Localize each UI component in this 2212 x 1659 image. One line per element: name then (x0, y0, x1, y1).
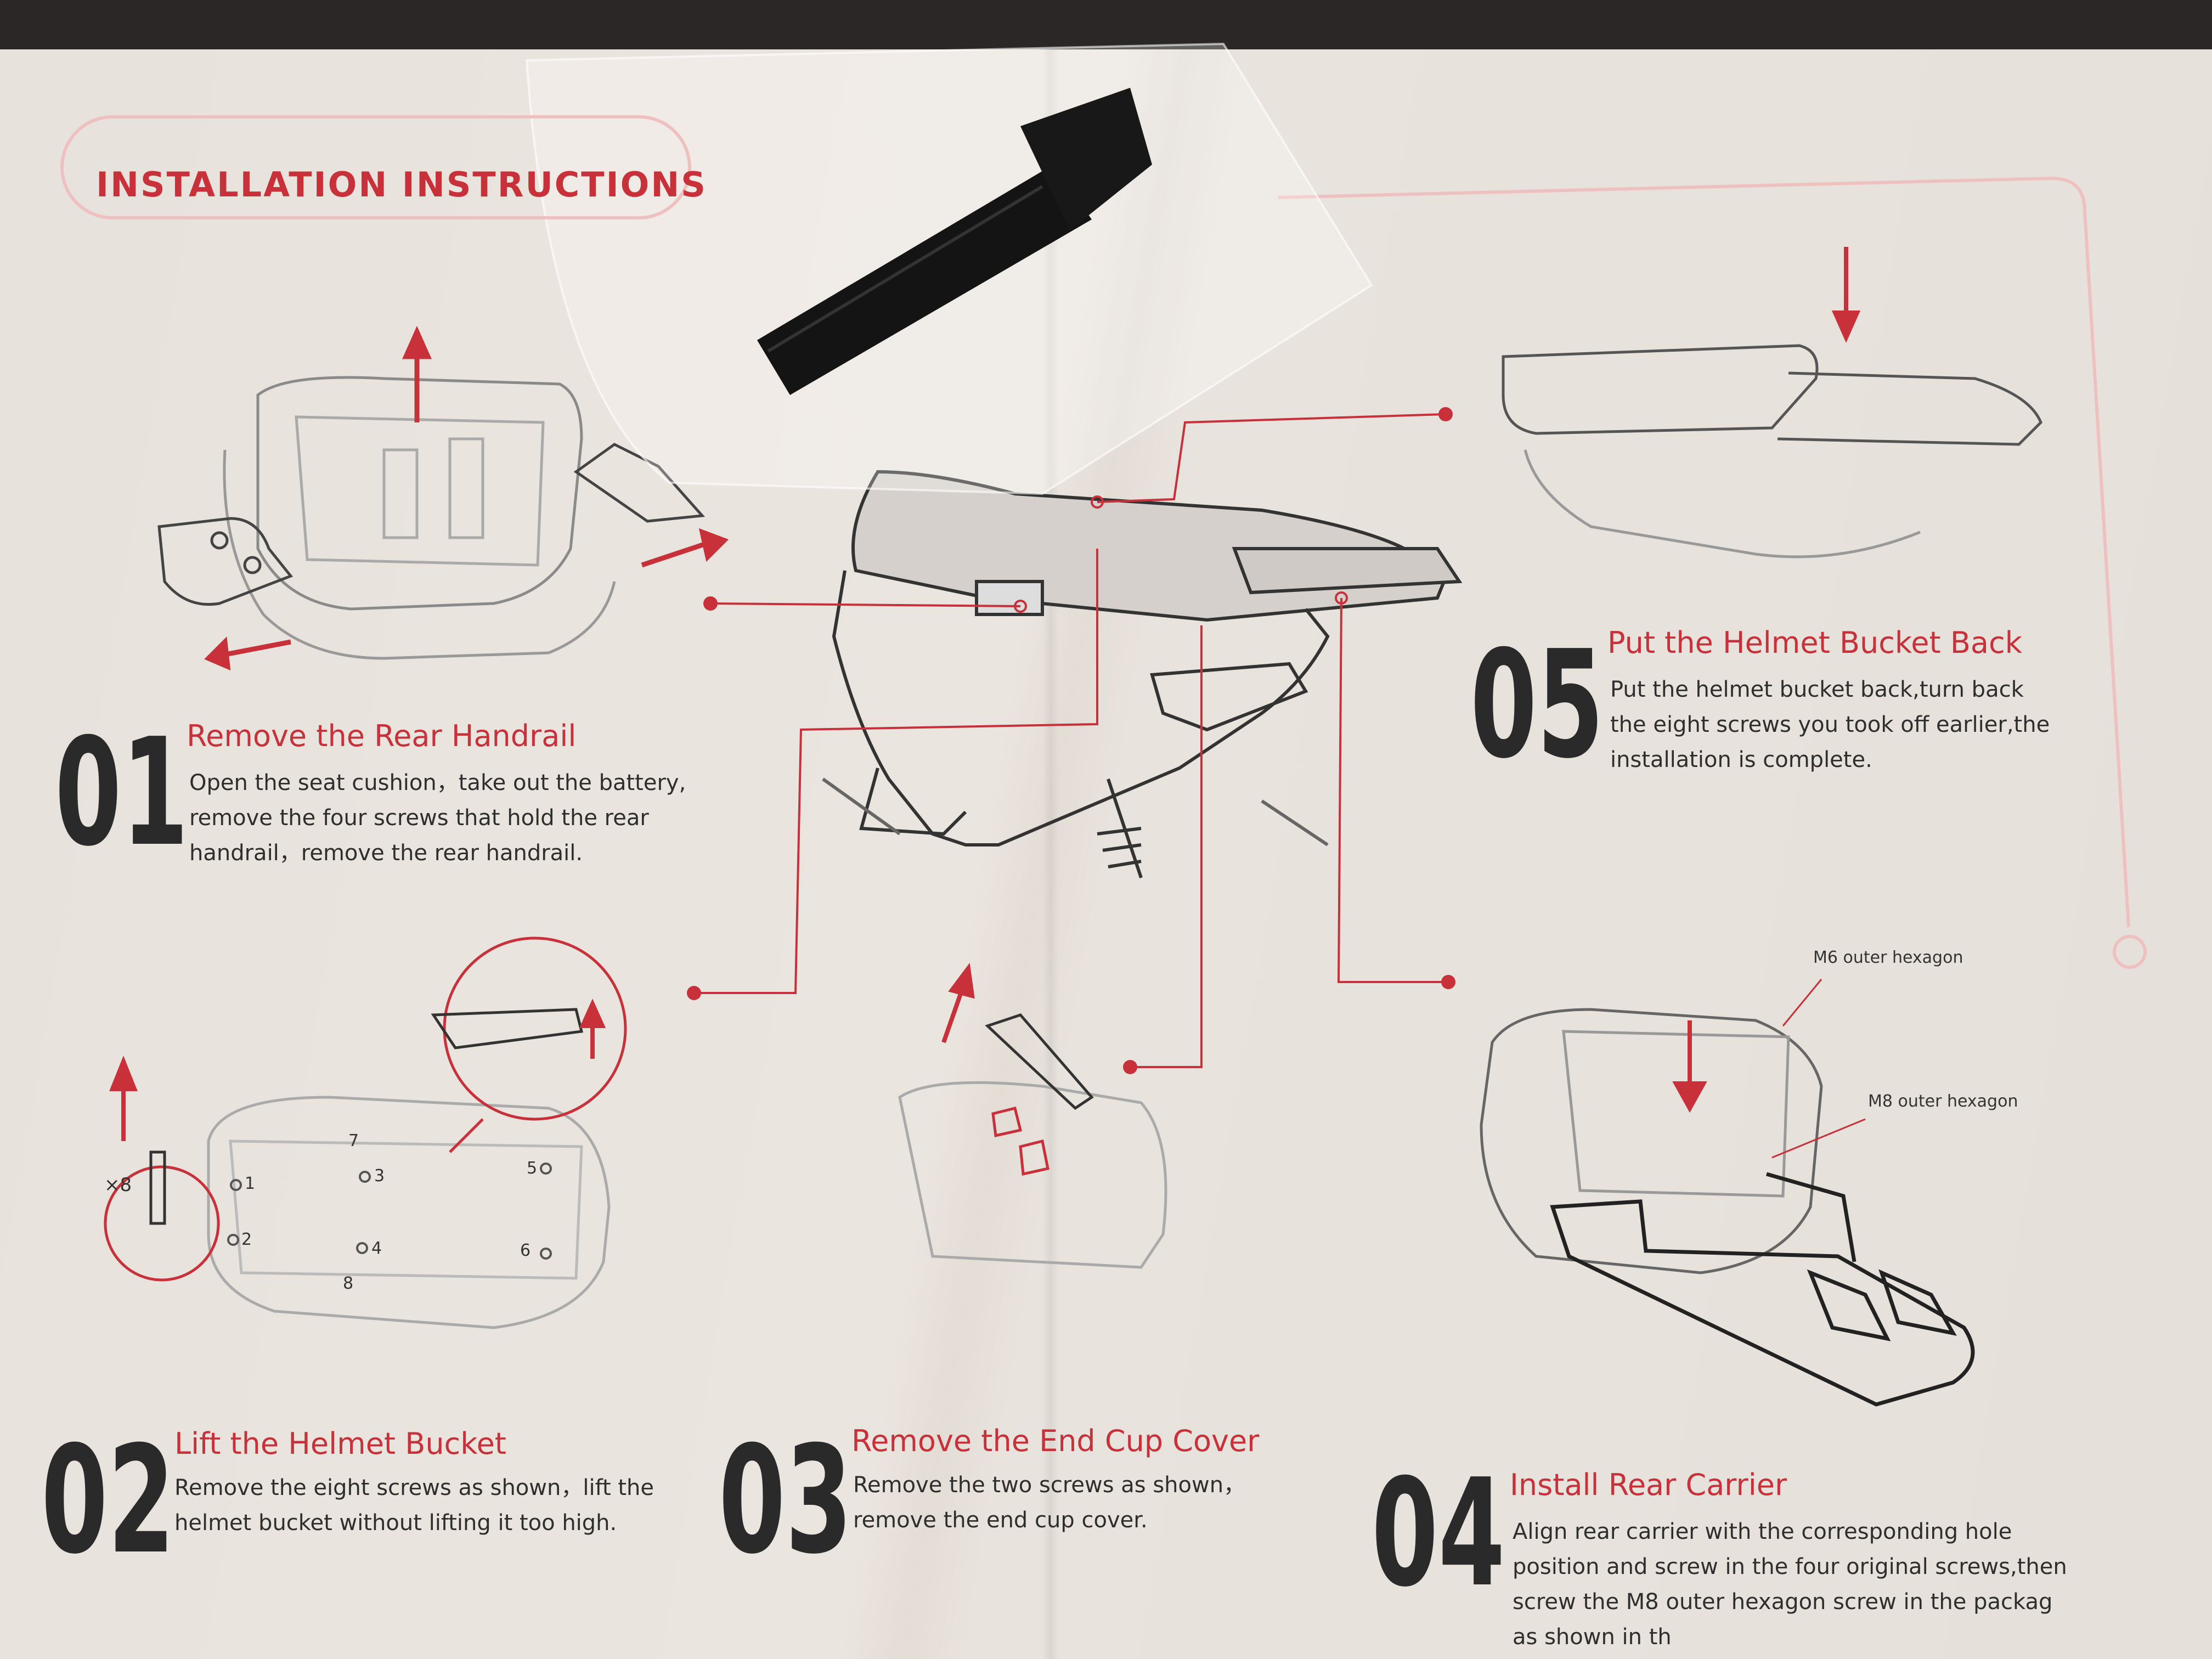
connector-frame-line (1278, 176, 2130, 928)
screw-number-label: 5 (527, 1159, 538, 1178)
step-description-line: screw the M8 outer hexagon screw in the … (1513, 1589, 2053, 1615)
screw-multiplier-label: ×8 (104, 1174, 132, 1196)
step-description-line: Open the seat cushion，take out the batte… (189, 770, 686, 795)
paper-fold-crease (1042, 49, 1059, 1659)
step-description: Remove the two screws as shown， remove t… (853, 1468, 1245, 1538)
connector-frame-end (2113, 935, 2147, 969)
screw-number-label: 1 (245, 1174, 256, 1193)
step-description-line: Remove the two screws as shown， (853, 1472, 1246, 1498)
m6-callout-label: M6 outer hexagon (1813, 948, 1963, 967)
step-description: Remove the eight screws as shown，lift th… (174, 1470, 654, 1541)
step4-illustration (1480, 1008, 1823, 1274)
step-number: 01 (55, 706, 189, 879)
step2-zoom-detail (149, 1008, 584, 1225)
step5-illustration (1502, 344, 2042, 558)
leader-lines (694, 413, 1448, 1068)
leader-dots (687, 407, 1455, 1074)
step-description-line: Align rear carrier with the correspondin… (1513, 1519, 2012, 1544)
screw-number-label: 6 (520, 1241, 531, 1260)
screw-number-label: 2 (241, 1230, 252, 1249)
header-title: INSTALLATION INSTRUCTIONS (96, 165, 707, 205)
step2-illustration (207, 1096, 611, 1329)
step5-arrow (1831, 247, 1861, 343)
step-description-line: the eight screws you took off earlier,th… (1610, 712, 2050, 737)
step1-arrows (204, 325, 729, 671)
step-description-line: installation is complete. (1610, 747, 1872, 772)
step-description-line: helmet bucket without lifting it too hig… (174, 1510, 617, 1536)
step3-arrow (941, 962, 975, 1043)
screw-number-label: 4 (371, 1239, 382, 1258)
step-title: Remove the Rear Handrail (187, 719, 577, 753)
step-description-line: remove the end cup cover. (853, 1508, 1148, 1533)
step2-zoom-circle (104, 936, 627, 1282)
step-description-line: position and screw in the four original … (1513, 1554, 2067, 1579)
step1-handrail-right (573, 443, 706, 523)
step-number: 02 (41, 1414, 175, 1587)
step-number: 03 (719, 1414, 853, 1587)
step-description: Put the helmet bucket back,turn back the… (1610, 672, 2050, 777)
step-description-line: Put the helmet bucket back,turn back (1610, 677, 2024, 702)
step-title: Put the Helmet Bucket Back (1607, 625, 2022, 660)
screw-number-label: 8 (343, 1274, 354, 1293)
scooter-illustration (822, 470, 1463, 878)
step4-carrier (1550, 1172, 1975, 1407)
step2-screw-marks (227, 1163, 552, 1260)
step-description: Align rear carrier with the correspondin… (1513, 1514, 2067, 1655)
step-number: 05 (1470, 618, 1604, 791)
step-description: Open the seat cushion，take out the batte… (189, 765, 686, 871)
step-title: Install Rear Carrier (1510, 1468, 1787, 1502)
step1-illustration (223, 376, 616, 660)
step-title: Remove the End Cup Cover (851, 1424, 1260, 1458)
step-description-line: Remove the eight screws as shown，lift th… (174, 1475, 654, 1500)
step3-illustration (898, 1081, 1167, 1269)
step-number: 04 (1372, 1447, 1505, 1620)
bolt-bag (525, 42, 1373, 495)
step-title: Lift the Helmet Bucket (174, 1426, 506, 1461)
screw-number-label: 3 (374, 1166, 385, 1186)
header-badge (60, 115, 691, 219)
step4-arrow (1672, 1020, 1707, 1113)
step1-handrail-left (157, 517, 294, 606)
step2-arrows (109, 998, 606, 1141)
m8-callout-label: M8 outer hexagon (1868, 1092, 2018, 1111)
step-description-line: as shown in th (1513, 1624, 1672, 1650)
step-description-line: handrail，remove the rear handrail. (189, 840, 583, 866)
screw-number-label: 7 (348, 1131, 359, 1150)
step-description-line: remove the four screws that hold the rea… (189, 805, 649, 831)
step4-callout-lines (1771, 979, 1866, 1159)
step3-cover (985, 1013, 1094, 1176)
